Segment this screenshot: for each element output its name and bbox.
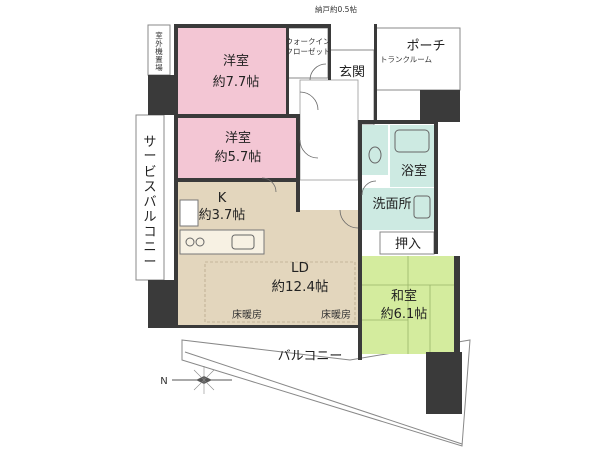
ld-size: 約12.4帖 bbox=[271, 279, 328, 295]
kitchen-name: K bbox=[218, 191, 227, 206]
ld-name: LD bbox=[291, 260, 309, 276]
balcony-label: バルコニー bbox=[278, 349, 343, 364]
svg-text:コ: コ bbox=[143, 225, 156, 240]
ld-kitchen-area bbox=[178, 182, 358, 325]
svg-text:室: 室 bbox=[155, 30, 163, 40]
walls bbox=[148, 24, 462, 414]
bath-area bbox=[390, 125, 434, 187]
kitchen-size: 約3.7帖 bbox=[199, 208, 246, 223]
western-room-1 bbox=[178, 28, 286, 114]
top-storage-label: 納戸約0.5帖 bbox=[315, 4, 357, 14]
sink-icon bbox=[231, 234, 255, 250]
washroom-label: 洗面所 bbox=[372, 197, 411, 212]
svg-text:ル: ル bbox=[143, 210, 156, 225]
svg-text:ビ: ビ bbox=[143, 165, 156, 180]
western-room-1-name: 洋室 bbox=[223, 53, 249, 69]
porch-area bbox=[375, 27, 461, 91]
svg-text:ス: ス bbox=[143, 180, 156, 195]
svg-text:機: 機 bbox=[155, 46, 163, 56]
compass-icon: N bbox=[160, 366, 232, 394]
western-room-1-size: 約7.7帖 bbox=[213, 75, 260, 90]
stove-burner-icon bbox=[195, 237, 205, 247]
service-balcony-label: サ ー ビ ス バ ル コ ニ ー bbox=[143, 135, 156, 270]
bathtub-icon bbox=[394, 129, 430, 153]
svg-text:N: N bbox=[160, 376, 167, 387]
corridor bbox=[299, 79, 359, 181]
balcony-rail bbox=[184, 351, 463, 445]
tatami-lines bbox=[362, 256, 454, 354]
door-swings bbox=[261, 63, 377, 229]
stove-burner-icon bbox=[185, 237, 195, 247]
western-room-2-size: 約5.7帖 bbox=[215, 150, 262, 165]
svg-text:置: 置 bbox=[155, 55, 163, 64]
outdoor-unit-label: 室 外 機 置 場 bbox=[155, 30, 163, 72]
porch-label: ポーチ bbox=[406, 39, 445, 54]
svg-text:ー: ー bbox=[143, 255, 156, 270]
closet-label: 押入 bbox=[395, 237, 421, 252]
bath-label: 浴室 bbox=[401, 163, 427, 179]
svg-text:バ: バ bbox=[143, 195, 156, 210]
western-room-2-name: 洋室 bbox=[225, 130, 251, 146]
balcony-area bbox=[181, 339, 471, 447]
svg-text:場: 場 bbox=[155, 62, 163, 72]
svg-text:サ: サ bbox=[143, 135, 156, 150]
kitchen-counter bbox=[179, 229, 265, 255]
toilet-icon bbox=[368, 146, 382, 164]
service-balcony-area bbox=[135, 114, 165, 281]
toilet-area bbox=[362, 125, 388, 175]
trunk-room-label: トランクルーム bbox=[380, 55, 432, 64]
svg-text:ニ: ニ bbox=[143, 240, 156, 255]
svg-text:外: 外 bbox=[155, 38, 163, 48]
western-room-2 bbox=[178, 118, 298, 178]
svg-text:ー: ー bbox=[143, 149, 156, 164]
walkin-closet-line2: クローゼット bbox=[286, 46, 331, 56]
japanese-room-name: 和室 bbox=[391, 288, 417, 304]
floor-heating-zone bbox=[204, 261, 356, 323]
entrance-label: 玄関 bbox=[339, 65, 365, 80]
walkin-closet-line1: ウォークイン bbox=[286, 37, 331, 46]
floor-heating-label-2: 床暖房 bbox=[321, 308, 351, 321]
washroom-area bbox=[362, 188, 434, 230]
floor-heating-label-1: 床暖房 bbox=[232, 308, 262, 321]
japanese-room-size: 約6.1帖 bbox=[381, 307, 428, 322]
wash-basin-icon bbox=[413, 195, 431, 219]
refrigerator-icon bbox=[179, 199, 199, 227]
